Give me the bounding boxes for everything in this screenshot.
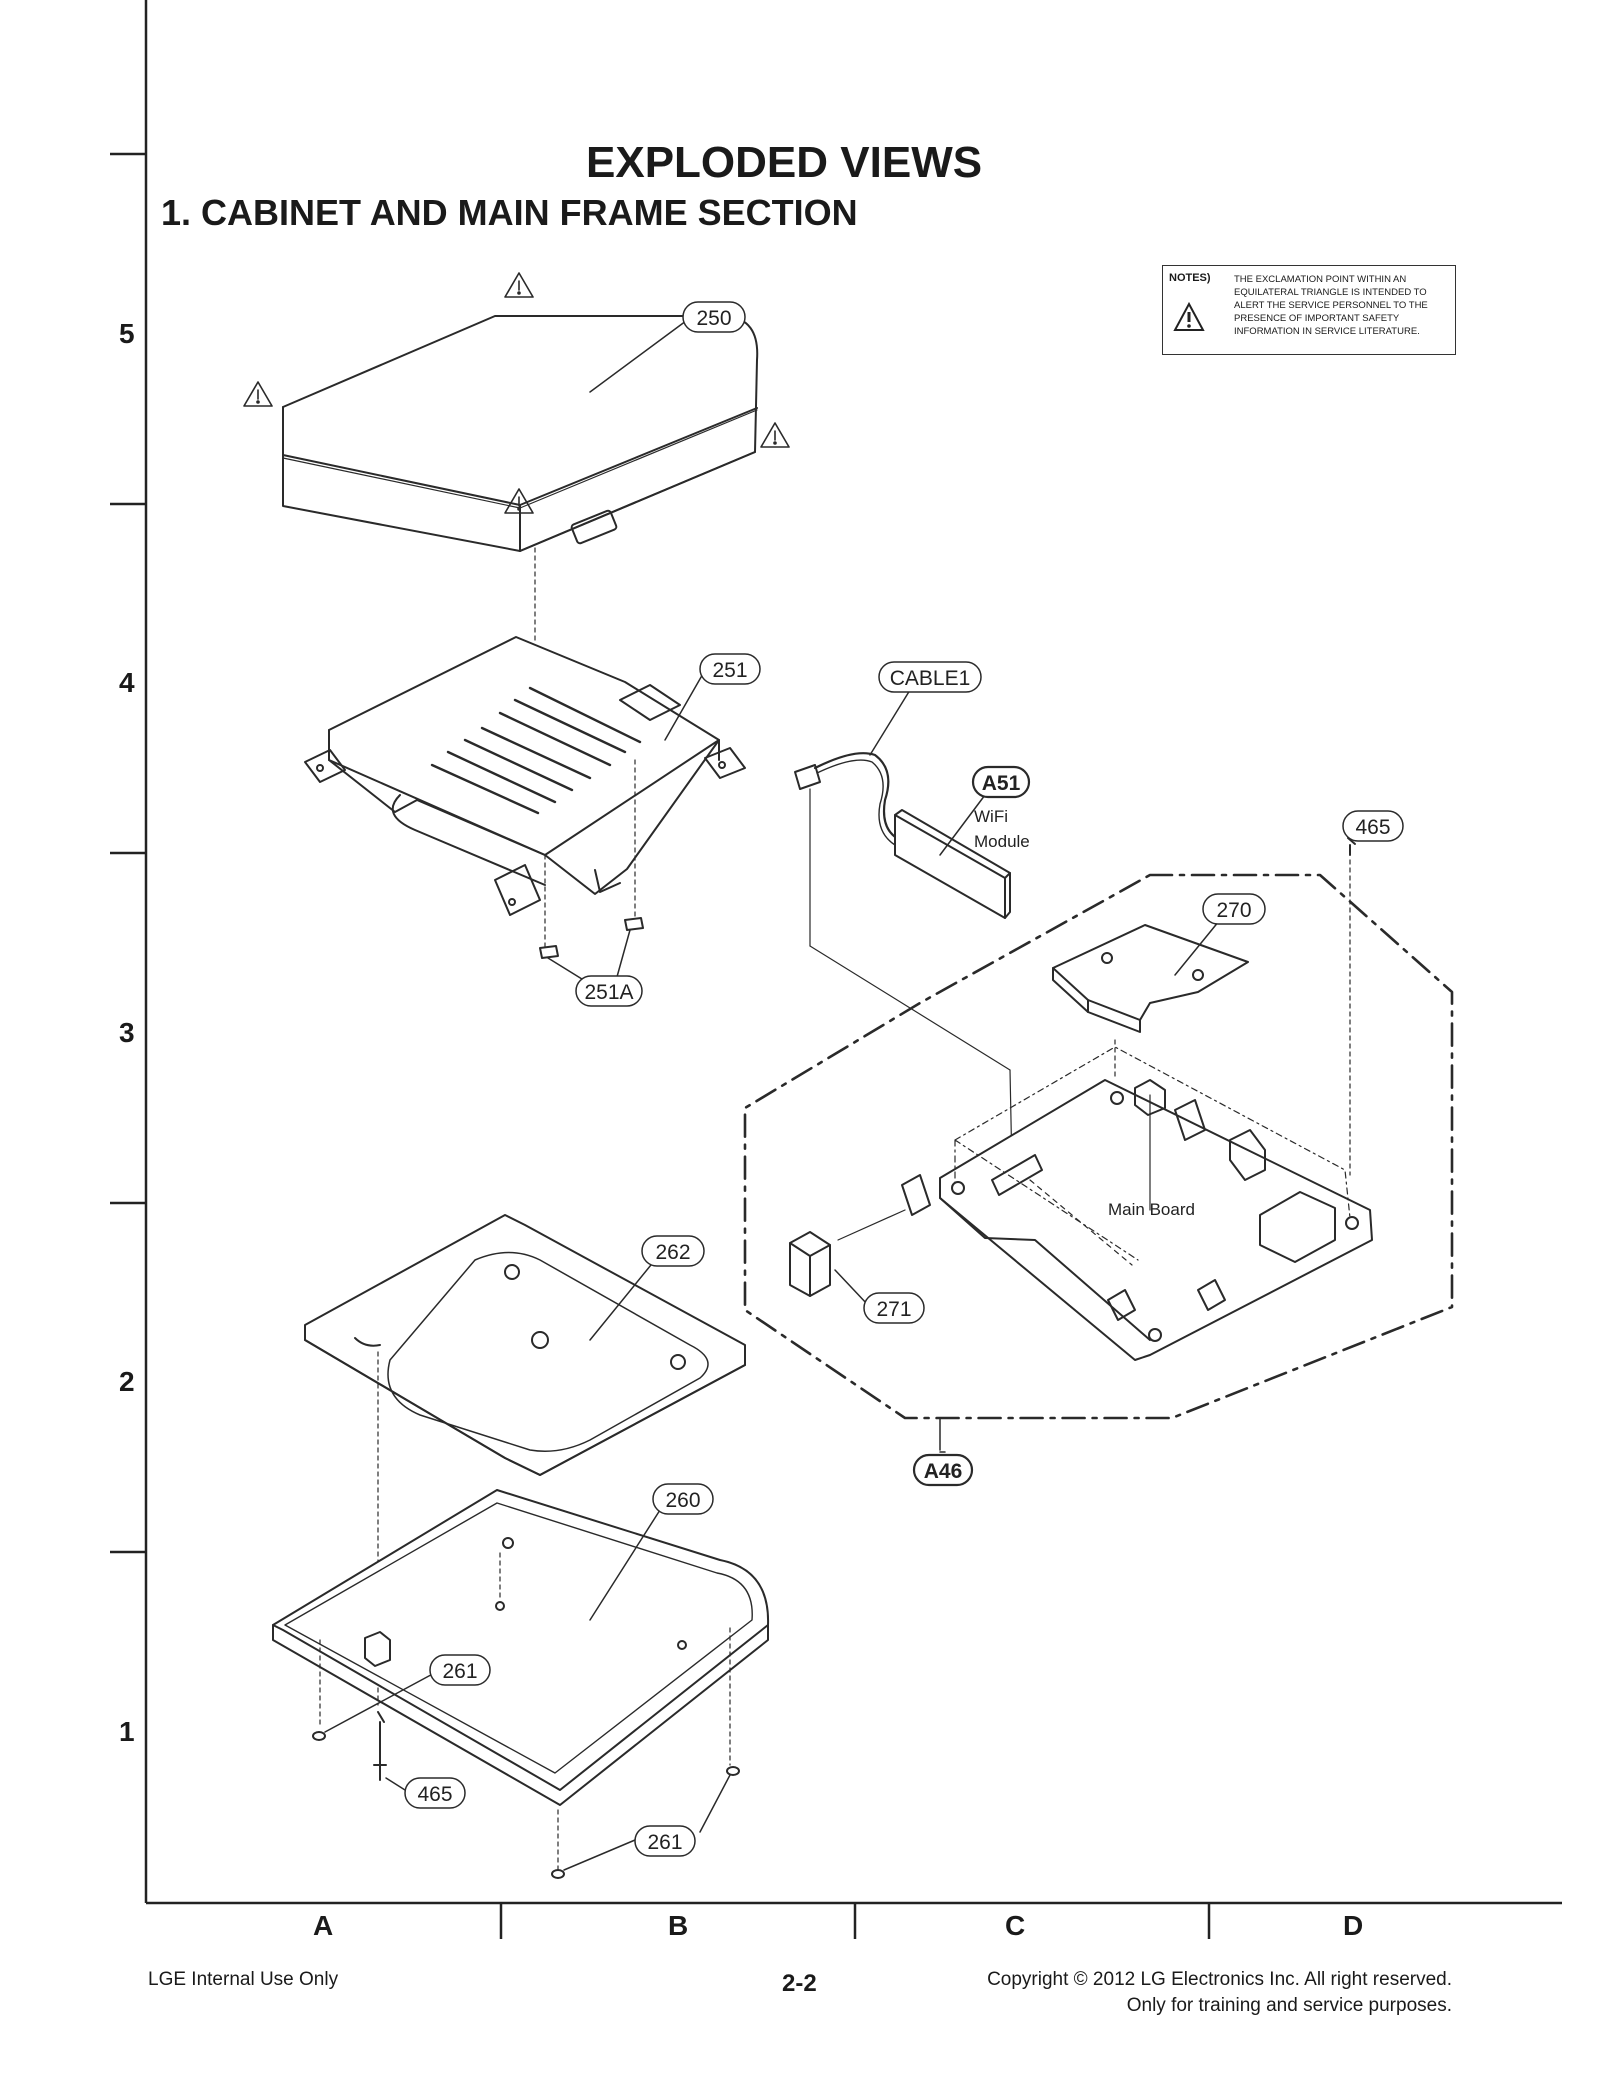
row-label-3: 3 [119, 1017, 135, 1048]
warning-triangle-icon [1173, 301, 1205, 337]
callout-oval [652, 1483, 714, 1515]
warning-triangle-icon [760, 422, 790, 448]
callout-oval [641, 1235, 705, 1267]
assembly-a46-outline [743, 873, 1454, 1451]
label-wifi: WiFi [974, 807, 1008, 826]
callout-a51: A51 [982, 772, 1021, 795]
cabinet-cover-250 [282, 315, 759, 641]
callout-oval [1202, 893, 1266, 925]
page-number: 2-2 [782, 1970, 817, 1997]
callout-oval [863, 1292, 925, 1324]
footer-internal-use: LGE Internal Use Only [148, 1969, 339, 1990]
callout-cable1: CABLE1 [890, 667, 971, 690]
row-label-5: 5 [119, 318, 135, 349]
row-label-2: 2 [119, 1366, 135, 1397]
plate-262 [304, 1214, 746, 1706]
callout-oval [682, 301, 746, 333]
column-label-c: C [1005, 1910, 1026, 1941]
warning-triangle-icon [504, 488, 534, 514]
callout-oval [634, 1825, 696, 1857]
callout-251a: 251A [584, 981, 633, 1004]
column-label-d: D [1343, 1910, 1364, 1941]
callout-oval [699, 653, 761, 685]
footer-copyright: Copyright © 2012 LG Electronics Inc. All… [987, 1969, 1452, 1990]
callout-250: 250 [696, 307, 731, 330]
callout-oval [404, 1777, 466, 1809]
callout-oval [575, 975, 643, 1007]
page-title: EXPLODED VIEWS [586, 138, 983, 187]
connector-271 [789, 1209, 906, 1297]
column-label-a: A [313, 1910, 334, 1941]
bracket-270 [1052, 924, 1249, 1081]
feet-261 [312, 1731, 740, 1879]
label-module: Module [974, 832, 1030, 851]
feet-251a [539, 917, 644, 959]
warning-triangle-icon [504, 272, 534, 298]
callout-oval [912, 1453, 974, 1487]
notes-heading: NOTES) [1169, 272, 1211, 284]
screw-465-bottom [373, 1711, 387, 1781]
row-label-4: 4 [119, 667, 135, 698]
row-label-1: 1 [119, 1716, 135, 1747]
main-frame-251 [304, 636, 746, 949]
label-main-board: Main Board [1108, 1200, 1195, 1219]
callout-270: 270 [1216, 899, 1251, 922]
callout-465-bottom: 465 [417, 1783, 452, 1806]
section-title: 1. CABINET AND MAIN FRAME SECTION [161, 192, 858, 233]
base-260 [272, 1489, 770, 1871]
column-label-b: B [668, 1910, 689, 1941]
callout-261-bottom: 261 [647, 1831, 682, 1854]
main-board [901, 1046, 1373, 1361]
warning-triangle-icon [243, 381, 273, 407]
callout-465-top: 465 [1355, 816, 1390, 839]
callout-261-mid: 261 [442, 1660, 477, 1683]
callout-oval [429, 1654, 491, 1686]
callout-251: 251 [712, 659, 747, 682]
callout-a46: A46 [924, 1460, 963, 1483]
wifi-module-a51 [894, 809, 1011, 919]
callout-oval [971, 765, 1031, 799]
notes-text: THE EXCLAMATION POINT WITHIN AN EQUILATE… [1234, 274, 1428, 337]
callout-260: 260 [665, 1489, 700, 1512]
callout-271: 271 [876, 1298, 911, 1321]
callout-oval [1342, 810, 1404, 842]
notes-box: NOTES) THE EXCLAMATION POINT WITHIN AN E… [1162, 265, 1456, 355]
callout-oval [878, 661, 982, 693]
footer-purpose: Only for training and service purposes. [1126, 1995, 1452, 2016]
callout-262: 262 [655, 1241, 690, 1264]
screw-465-top [1347, 837, 1356, 1176]
